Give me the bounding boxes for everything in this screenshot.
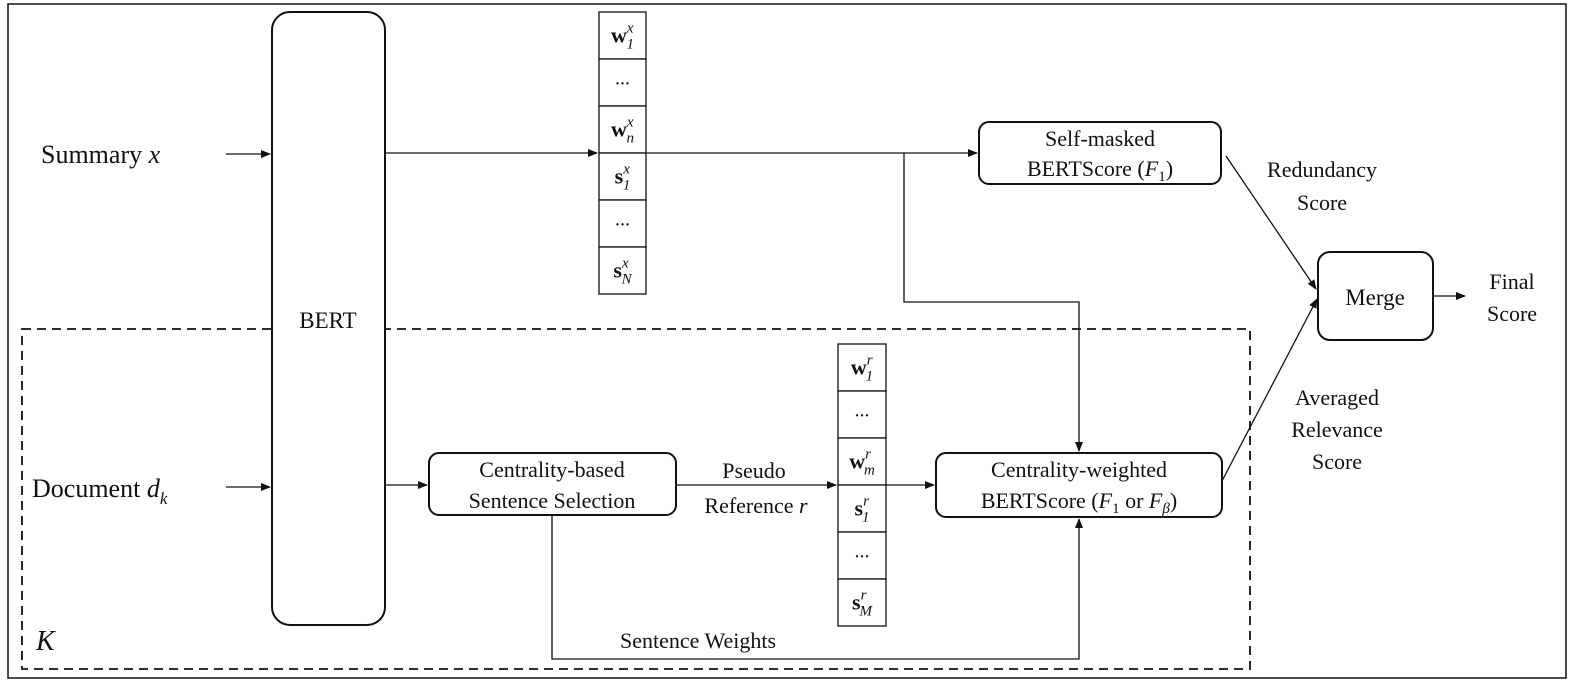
final-score-line2: Score (1487, 301, 1537, 326)
reference-vector-cell (837, 578, 887, 627)
relevance-score-arrow (1221, 298, 1318, 482)
outer-frame (7, 3, 1567, 679)
document-input-label: Document dk (32, 474, 168, 508)
redundancy-score-line2: Score (1297, 190, 1347, 215)
relevance-score-line2: Relevance (1291, 417, 1383, 442)
redundancy-score-arrow (1225, 155, 1317, 290)
reference-vector-cell (837, 390, 887, 439)
relevance-score-line3: Score (1312, 449, 1362, 474)
summary-input-label: Summary x (41, 140, 161, 169)
summary-vector-label: ... (615, 68, 630, 90)
merge-label: Merge (1345, 285, 1405, 310)
document-loop-region (21, 328, 1251, 670)
reference-vector-label: ... (855, 541, 870, 563)
final-score-line1: Final (1489, 269, 1534, 294)
centrality-weighted-line1: Centrality-weighted (991, 457, 1167, 482)
relevance-score-line1: Averaged (1295, 385, 1379, 410)
pseudo-reference-line1: Pseudo (722, 458, 786, 483)
redundancy-score-line1: Redundancy (1267, 157, 1377, 182)
centrality-selection-line2: Sentence Selection (469, 488, 636, 513)
summary-vector-label: ... (615, 209, 630, 231)
summary-to-centrality-weighted-arrow (903, 153, 1083, 452)
loop-count-label: K (35, 626, 56, 657)
self-masked-line1: Self-masked (1045, 126, 1155, 151)
self-masked-bertscore-box (978, 121, 1222, 185)
sentence-weights-arrow (551, 515, 1083, 660)
centrality-weighted-bertscore-box (935, 452, 1223, 518)
summary-vector-cell (598, 105, 647, 154)
reference-vector-label: ... (855, 400, 870, 422)
centrality-selection-line1: Centrality-based (479, 457, 624, 482)
summary-vector-cell (598, 58, 647, 107)
summary-vector-cell (598, 246, 647, 295)
centrality-weighted-line2: BERTScore (F1 or Fβ) (981, 488, 1177, 517)
pseudo-reference-line2: Reference r (704, 493, 808, 518)
reference-vector-cell (837, 484, 887, 533)
bert-label: BERT (299, 308, 356, 333)
summary-vector-cell (598, 199, 647, 248)
self-masked-line2: BERTScore (F1) (1027, 156, 1173, 185)
sentence-weights-label: Sentence Weights (620, 628, 776, 653)
bert-box (271, 11, 386, 626)
